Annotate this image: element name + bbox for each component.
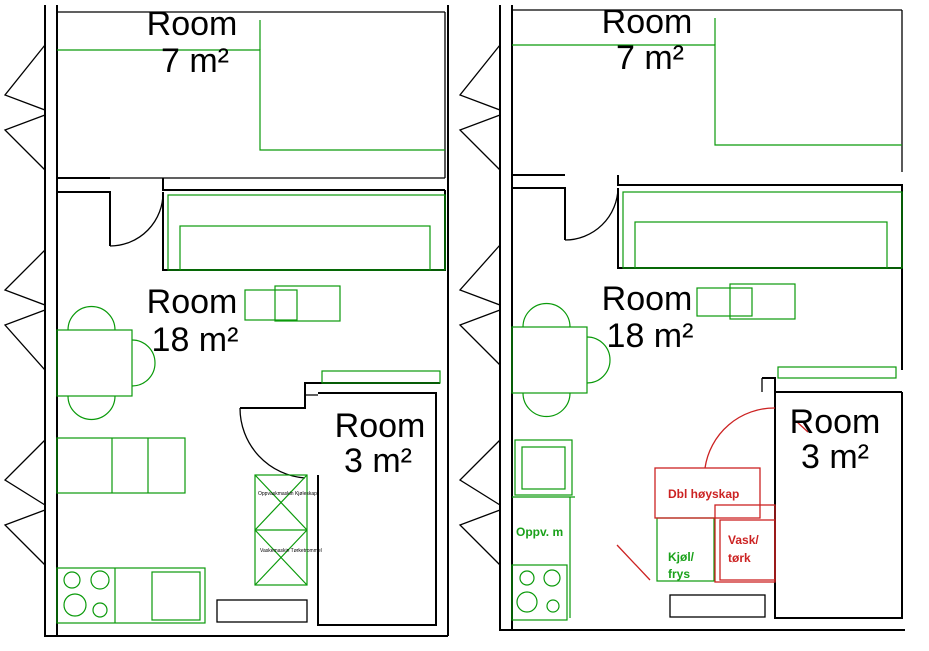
room-7-area: 7 m² bbox=[161, 42, 229, 80]
dishwasher-fridge-label: Oppvaskmaskin Kjøleskap bbox=[258, 491, 317, 497]
fridge-label-line2: frys bbox=[668, 567, 690, 581]
walls bbox=[44, 5, 449, 637]
room-3-area: 3 m² bbox=[344, 442, 412, 480]
furniture bbox=[56, 20, 446, 624]
room-7-area: 7 m² bbox=[616, 39, 684, 77]
windows bbox=[458, 43, 501, 567]
room-3-name: Room bbox=[335, 407, 426, 445]
washer-dryer-label: Vaskemaskin Tørketrommel bbox=[260, 548, 322, 554]
floor-plan-modified: Oppv. m Kjøl/ frys Dbl høyskap Vask/ tør… bbox=[458, 3, 905, 631]
room-3-area: 3 m² bbox=[801, 438, 869, 476]
room-7-name: Room bbox=[602, 3, 693, 41]
room-18-name: Room bbox=[147, 283, 238, 321]
floor-plan-original: Oppvaskmaskin Kjøleskap Vaskemaskin Tørk… bbox=[3, 5, 449, 637]
washer-label-line2: tørk bbox=[728, 551, 751, 565]
doors bbox=[564, 187, 619, 241]
red-annotations bbox=[616, 407, 809, 583]
dishwasher-label: Oppv. m bbox=[516, 525, 563, 539]
fridge-label-line1: Kjøl/ bbox=[668, 550, 695, 564]
room-18-area: 18 m² bbox=[152, 321, 239, 359]
room-18-name: Room bbox=[602, 280, 693, 318]
furniture bbox=[511, 18, 903, 621]
washer-label-line1: Vask/ bbox=[728, 533, 759, 547]
room-18-area: 18 m² bbox=[607, 317, 694, 355]
windows bbox=[3, 43, 46, 567]
room-7-name: Room bbox=[147, 5, 238, 43]
doors bbox=[109, 191, 306, 479]
room-3-name: Room bbox=[790, 403, 881, 441]
tall-cabinet-label: Dbl høyskap bbox=[668, 487, 739, 501]
